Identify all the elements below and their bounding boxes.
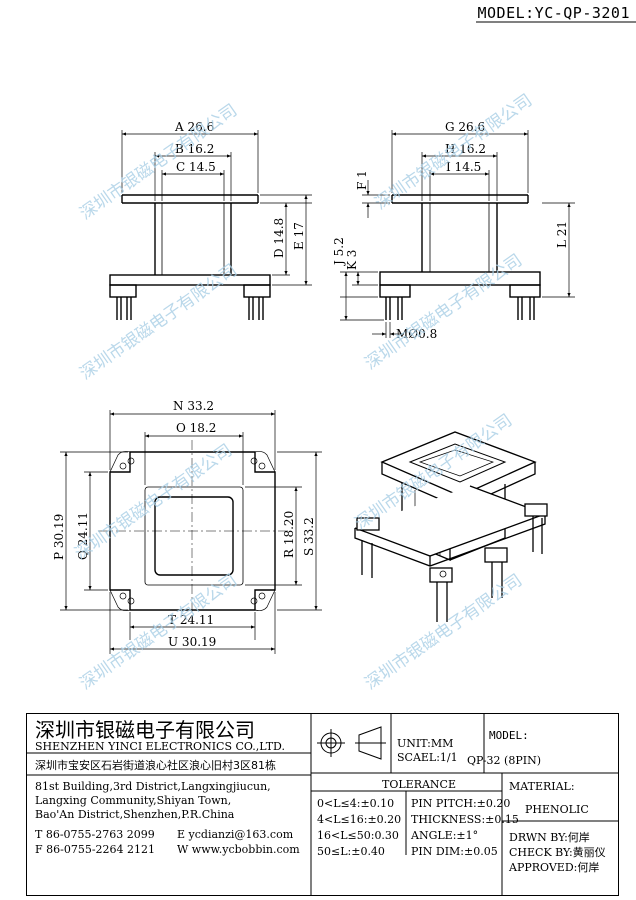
dim-f: F 1 bbox=[355, 170, 369, 190]
tol-left-2: 4<L≤16:±0.20 bbox=[317, 813, 402, 826]
tol-right-2: THICKNESS:±0.15 bbox=[411, 813, 519, 826]
dim-r: R 18.20 bbox=[282, 511, 296, 558]
technical-drawing: A 26.6 B 16.2 C 14.5 D 14.8 E 17 bbox=[52, 21, 636, 694]
front-view-dimension-lines bbox=[121, 130, 312, 286]
watermark-7: 深圳市银磁电子有限公司 bbox=[76, 570, 241, 694]
address-en-2: Langxing Community,Shiyan Town, bbox=[35, 794, 232, 807]
dim-a: A 26.6 bbox=[174, 120, 214, 134]
tol-right-3: ANGLE:±1° bbox=[411, 829, 479, 842]
dim-u: U 30.19 bbox=[168, 635, 216, 649]
scale: SCAEL:1/1 bbox=[397, 751, 458, 764]
dim-o: O 18.2 bbox=[176, 421, 216, 435]
dim-j: J 5.2 bbox=[332, 237, 346, 267]
dim-i: I 14.5 bbox=[446, 160, 481, 174]
tol-left-3: 16<L≤50:0.30 bbox=[317, 829, 399, 842]
tol-right-4: PIN DIM:±0.05 bbox=[411, 845, 498, 858]
model-value: QP-32 (8PIN) bbox=[467, 754, 541, 767]
tol-left-1: 0<L≤4:±0.10 bbox=[317, 797, 395, 810]
projection-symbol-icon bbox=[316, 725, 386, 760]
address-en-3: Bao'An District,Shenzhen,P.R.China bbox=[35, 808, 235, 821]
unit: UNIT:MM bbox=[397, 737, 454, 750]
model-label: MODEL: bbox=[489, 729, 529, 742]
dim-s: S 33.2 bbox=[302, 517, 316, 556]
checked-by: CHECK BY:黄丽仪 bbox=[509, 846, 606, 859]
dim-m: MØ0.8 bbox=[396, 327, 437, 341]
top-view-center-lines bbox=[98, 440, 288, 622]
dim-b: B 16.2 bbox=[175, 142, 214, 156]
title-block-grid bbox=[25, 712, 619, 896]
tol-left-4: 50≤L:±0.40 bbox=[317, 845, 385, 858]
dim-t: T 24.11 bbox=[168, 613, 214, 627]
fax: F 86-0755-2264 2121 bbox=[35, 843, 156, 856]
material-value: PHENOLIC bbox=[525, 803, 589, 816]
dim-p: P 30.19 bbox=[52, 514, 66, 560]
tel: T 86-0755-2763 2099 bbox=[35, 828, 155, 841]
dim-g: G 26.6 bbox=[445, 120, 485, 134]
watermarks: 深圳市银磁电子有限公司 深圳市银磁电子有限公司 深圳市银磁电子有限公司 深圳市银… bbox=[71, 90, 536, 694]
dim-h: H 16.2 bbox=[445, 142, 486, 156]
dim-n: N 33.2 bbox=[173, 399, 214, 413]
company-name-cn: 深圳市银磁电子有限公司 bbox=[35, 718, 255, 742]
company-name-en: SHENZHEN YINCI ELECTRONICS CO.,LTD. bbox=[35, 740, 285, 753]
dim-e: E 17 bbox=[292, 222, 306, 250]
watermark-8: 深圳市银磁电子有限公司 bbox=[361, 570, 526, 694]
material-label: MATERIAL: bbox=[509, 780, 575, 793]
watermark-3: 深圳市银磁电子有限公司 bbox=[76, 260, 241, 384]
email: E ycdianzi@163.com bbox=[177, 828, 294, 841]
drawn-by: DRWN BY:何岸 bbox=[509, 831, 590, 844]
front-view bbox=[109, 194, 271, 320]
tolerance-title: TOLERANCE bbox=[382, 778, 456, 791]
title-block: 深圳市银磁电子有限公司 SHENZHEN YINCI ELECTRONICS C… bbox=[25, 712, 619, 896]
dim-c: C 14.5 bbox=[176, 160, 216, 174]
tol-right-1: PIN PITCH:±0.20 bbox=[411, 797, 511, 810]
dim-d: D 14.8 bbox=[272, 218, 286, 258]
side-view bbox=[379, 194, 541, 320]
watermark-5: 深圳市银磁电子有限公司 bbox=[71, 440, 236, 564]
dim-q: Q 24.11 bbox=[76, 512, 90, 560]
website: W www.ycbobbin.com bbox=[177, 843, 300, 856]
top-view-dimension-lines bbox=[60, 410, 322, 654]
dim-l: L 21 bbox=[555, 221, 569, 248]
isometric-view bbox=[354, 431, 548, 622]
watermark-1: 深圳市银磁电子有限公司 bbox=[76, 100, 241, 224]
model-header: MODEL:YC-QP-3201 bbox=[477, 4, 630, 22]
dim-k: K 3 bbox=[345, 250, 359, 270]
address-cn: 深圳市宝安区石岩街道浪心社区浪心旧村3区81栋 bbox=[35, 759, 276, 772]
side-view-dimension-lines bbox=[340, 130, 575, 338]
address-en-1: 81st Building,3rd District,Langxingjiucu… bbox=[35, 780, 271, 793]
approved-by: APPROVED:何岸 bbox=[509, 861, 600, 874]
